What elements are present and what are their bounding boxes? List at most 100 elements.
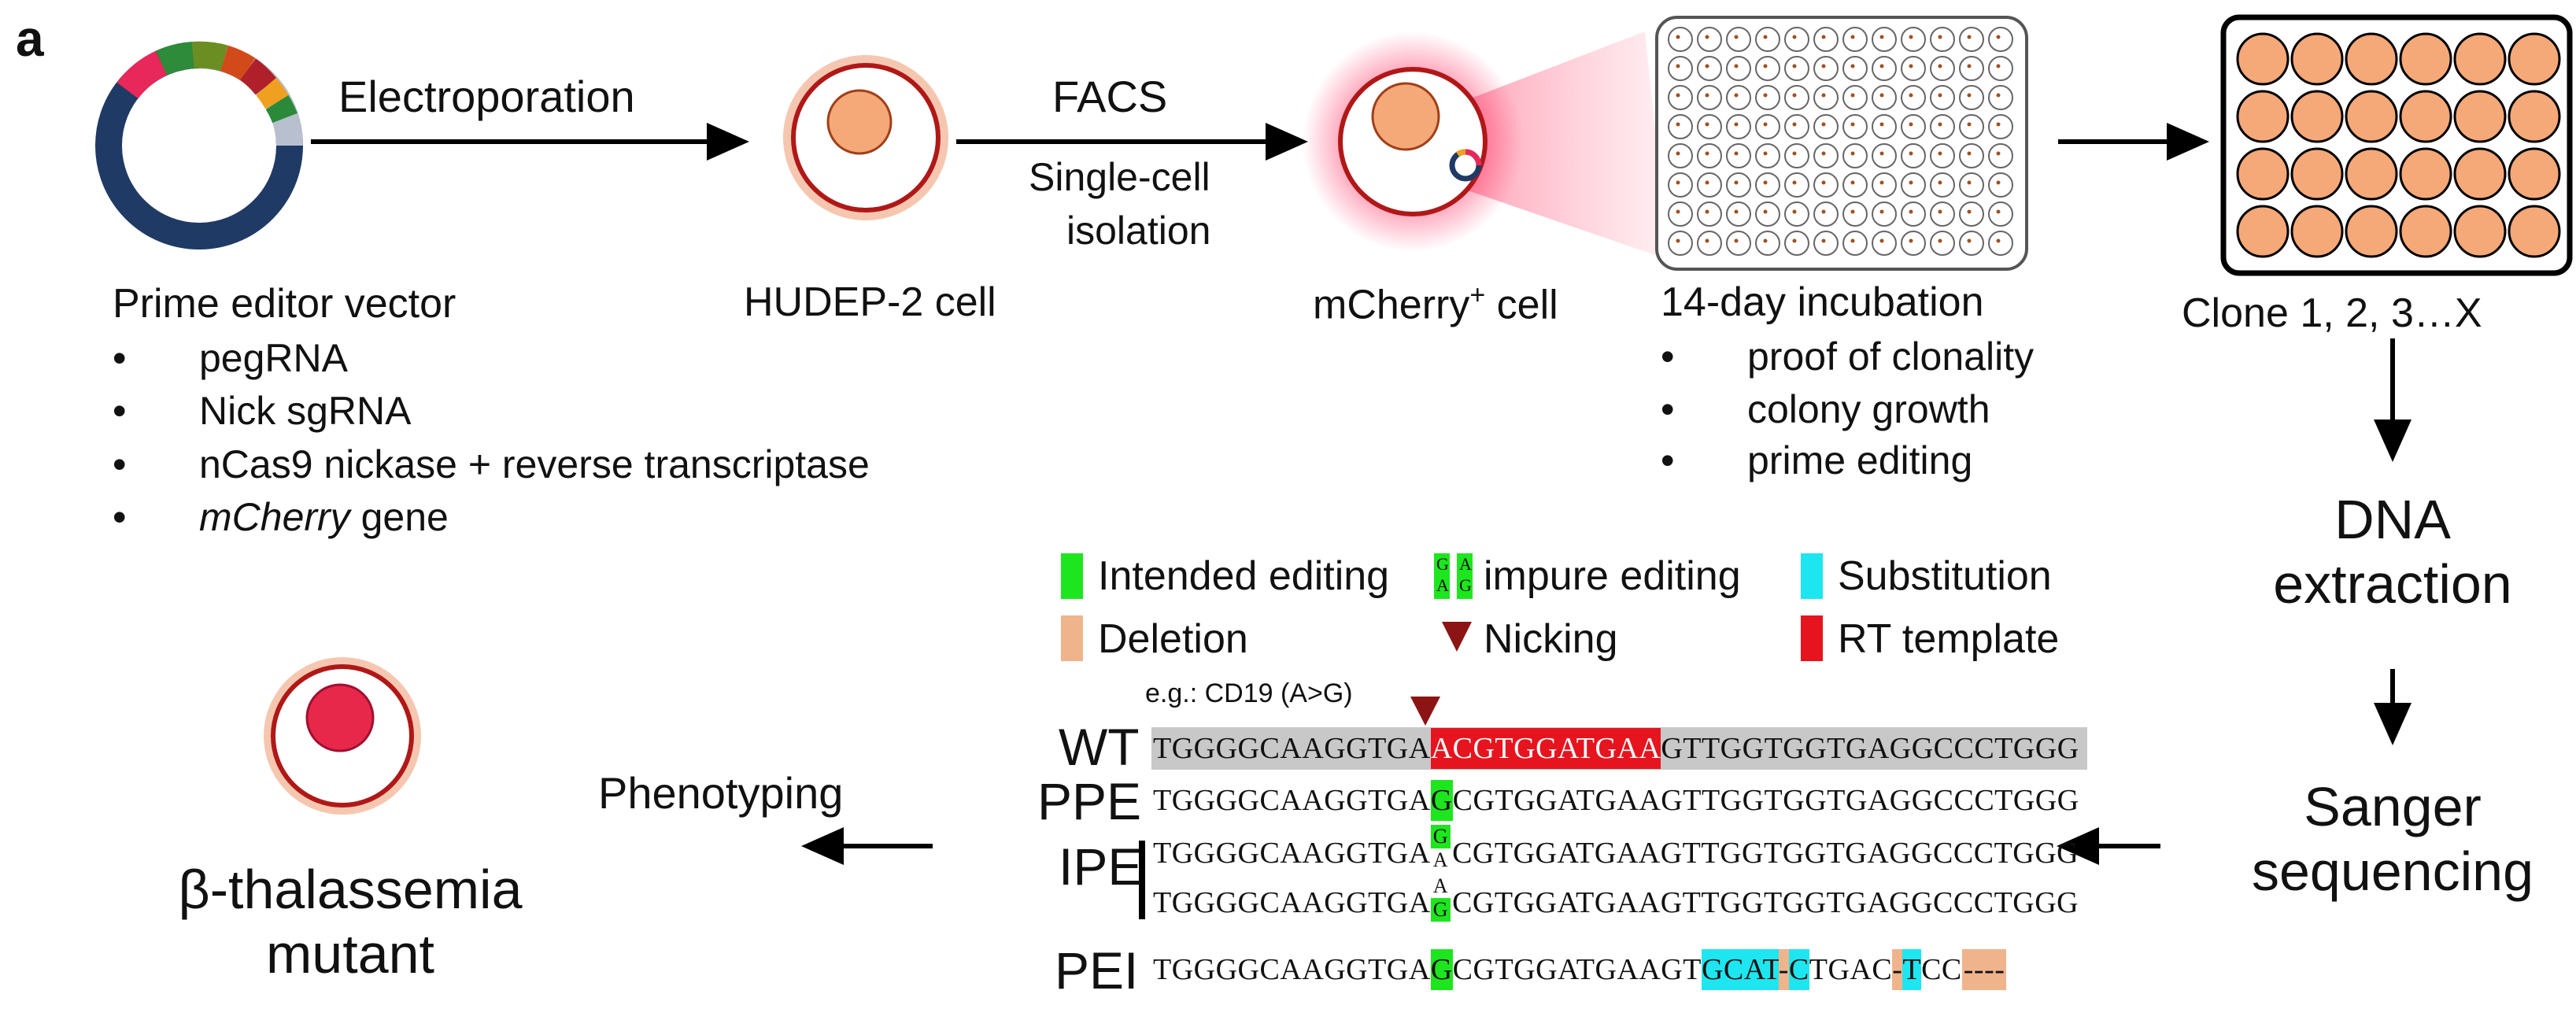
- single-cell-dot: [1879, 93, 1884, 98]
- single-cell-dot: [1996, 64, 2001, 68]
- well: [1959, 231, 1984, 256]
- well: [1872, 85, 1897, 110]
- example-label: e.g.: CD19 (A>G): [1145, 678, 1353, 708]
- single-cell-dot: [1967, 180, 1972, 185]
- well: [1901, 143, 1926, 168]
- well: [1930, 143, 1955, 168]
- single-cell-dot: [1792, 122, 1797, 127]
- single-cell-dot: [1938, 35, 1942, 39]
- single-cell-dot: [1850, 122, 1855, 127]
- well: [1901, 85, 1926, 110]
- single-cell-dot: [1676, 64, 1680, 68]
- well: [1959, 172, 1984, 198]
- legend-rt-swatch: [1801, 615, 1823, 661]
- single-cell-dot: [1763, 238, 1768, 243]
- well: [1726, 172, 1751, 198]
- single-cell-dot: [1967, 93, 1972, 98]
- well: [1784, 27, 1809, 52]
- well: [1842, 85, 1868, 110]
- single-cell-dot: [1705, 64, 1709, 68]
- single-cell-dot: [1879, 209, 1884, 214]
- clone-well: [2508, 147, 2561, 201]
- single-cell-dot: [1879, 151, 1884, 156]
- legend-rt-label: RT template: [1838, 616, 2060, 662]
- single-cell-dot: [1792, 209, 1797, 214]
- clone-well: [2508, 32, 2561, 86]
- well: [1842, 201, 1868, 227]
- single-cell-dot: [1879, 180, 1884, 185]
- legend-substitution-swatch: [1801, 553, 1823, 599]
- single-cell-dot: [1909, 35, 1913, 39]
- single-cell-dot: [1967, 209, 1972, 214]
- incubation-item-clonality: •proof of clonality: [1661, 334, 2035, 379]
- single-cell-dot: [1938, 64, 1942, 68]
- well: [1930, 172, 1955, 198]
- single-cell-dot: [1909, 180, 1913, 185]
- well: [1842, 56, 1868, 81]
- clone-well: [2236, 90, 2290, 143]
- well: [1784, 56, 1809, 81]
- single-cell-dot: [1909, 122, 1913, 127]
- well: [1988, 85, 2013, 110]
- single-cell-dot: [1967, 151, 1972, 156]
- bullet: •: [1661, 438, 1675, 482]
- well: [1813, 85, 1839, 110]
- clone-well: [2290, 32, 2344, 86]
- clone-well: [2290, 205, 2344, 258]
- single-cell-dot: [1996, 93, 2001, 98]
- single-cell-dot: [1879, 122, 1884, 127]
- single-cell-dot: [1705, 238, 1709, 243]
- well: [1726, 85, 1751, 110]
- well: [1842, 27, 1868, 52]
- legend-deletion-label: Deletion: [1098, 616, 1248, 662]
- single-cell-dot: [1850, 238, 1855, 243]
- single-cell-dot: [1734, 180, 1739, 185]
- legend-impure-swatch-a: [1434, 553, 1450, 599]
- incubation-item-growth: •colony growth: [1661, 387, 1990, 431]
- well: [1784, 231, 1809, 256]
- single-cell-dot: [1705, 35, 1709, 39]
- well: [1697, 114, 1722, 139]
- well: [1813, 143, 1839, 168]
- legend-nicking-label: Nicking: [1484, 616, 1618, 662]
- single-cell-dot: [1763, 122, 1768, 127]
- pei-sequence: TGGGGCAAGGTGAGCGTGGATGAAGTGCAT-CTGAC-TCC…: [1153, 949, 2007, 990]
- single-cell-label: Single-cell: [1029, 155, 1210, 199]
- clone-well: [2399, 90, 2452, 143]
- mcherry-cell-icon: [1303, 31, 1523, 252]
- rt-template-segment: ACGTGGATGAA: [1430, 728, 1661, 769]
- well: [1872, 27, 1897, 52]
- clone-well: [2236, 147, 2290, 201]
- vector-title: Prime editor vector: [113, 281, 456, 327]
- well: [1813, 27, 1839, 52]
- legend-nicking-triangle: [1442, 622, 1472, 652]
- single-cell-dot: [1705, 209, 1709, 214]
- single-cell-dot: [1967, 35, 1972, 39]
- mcherry-italic: mCherry: [199, 495, 350, 539]
- mcherry-label: mCherry+ cell: [1313, 280, 1558, 328]
- well: [1668, 143, 1693, 168]
- clone-well: [2290, 147, 2344, 201]
- clone-well: [2345, 205, 2398, 258]
- clone-well: [2236, 205, 2290, 258]
- bullet: •: [113, 336, 127, 380]
- clone-well: [2453, 205, 2507, 258]
- single-cell-dot: [1938, 209, 1942, 214]
- single-cell-dot: [1705, 180, 1709, 185]
- vector-item-mcherry-gene: •mCherry gene: [113, 495, 449, 539]
- well: [1697, 143, 1722, 168]
- well: [1901, 27, 1926, 52]
- single-cell-dot: [1850, 209, 1855, 214]
- row-label-ipe: IPE: [1059, 837, 1143, 896]
- single-cell-dot: [1734, 122, 1739, 127]
- bullet: •: [113, 389, 127, 433]
- single-cell-dot: [1996, 122, 2001, 127]
- multiwell-plate-icon: [1655, 16, 2028, 271]
- vector-item-ncas9: •nCas9 nickase + reverse transcriptase: [113, 442, 870, 486]
- single-cell-dot: [1996, 238, 2001, 243]
- nick-marker: [1410, 697, 1440, 726]
- single-cell-dot: [1967, 122, 1972, 127]
